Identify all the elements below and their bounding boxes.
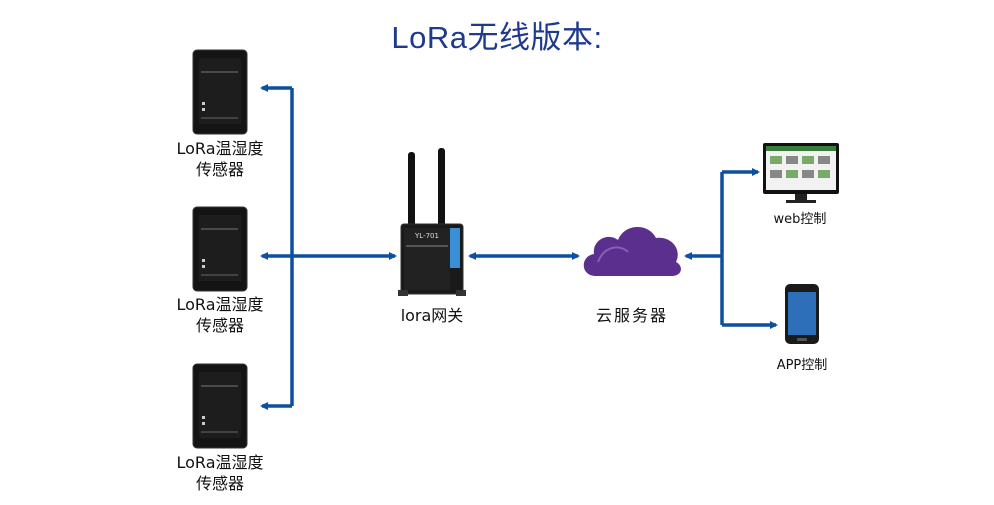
sensor-1-label: LoRa温湿度 传感器 [160, 138, 280, 180]
sensor-device-3 [192, 363, 248, 449]
monitor-icon [763, 143, 839, 203]
sensor-2-label-line1: LoRa温湿度 [176, 295, 264, 314]
phone-icon [785, 284, 819, 344]
cloud-label: 云服务器 [595, 306, 668, 325]
sensor-2-label-line2: 传感器 [195, 316, 244, 335]
sensor-2-label: LoRa温湿度 传感器 [160, 294, 280, 336]
gateway-model: YL-701 [415, 232, 439, 240]
page-title: LoRa无线版本: [391, 20, 603, 55]
sensor-1-label-line1: LoRa温湿度 [176, 139, 264, 158]
web-label: web控制 [773, 212, 827, 227]
gateway-device [398, 148, 466, 296]
sensor-1-label-line2: 传感器 [195, 160, 244, 179]
sensor-3-label-line1: LoRa温湿度 [176, 453, 264, 472]
app-label: APP控制 [776, 358, 828, 373]
gateway-label: lora网关 [400, 306, 464, 325]
sensor-device-1 [192, 49, 248, 135]
sensor-3-label: LoRa温湿度 传感器 [160, 452, 280, 494]
cloud-icon [583, 226, 681, 276]
sensor-device-2 [192, 206, 248, 292]
sensor-3-label-line2: 传感器 [195, 474, 244, 493]
